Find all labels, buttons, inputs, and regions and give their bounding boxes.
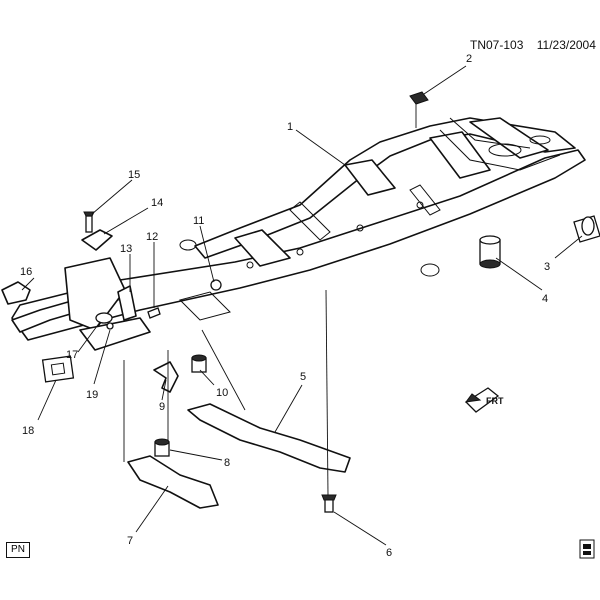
part-16-tow-hook <box>1 281 31 305</box>
callout-17: 17 <box>66 349 78 361</box>
callout-6: 6 <box>386 547 392 559</box>
callout-3: 3 <box>544 261 550 273</box>
part-15-bolt <box>83 211 95 233</box>
part-5-crossmember <box>187 403 351 473</box>
front-label: FRT <box>486 396 504 406</box>
part-9-bracket <box>153 361 179 393</box>
callout-7: 7 <box>127 535 133 547</box>
part-3-bushing <box>573 215 600 243</box>
part-2-nut <box>409 91 429 105</box>
callout-13: 13 <box>120 243 132 255</box>
part-10-mount <box>191 354 207 373</box>
pn-label: PN <box>6 542 30 558</box>
callout-9: 9 <box>159 401 165 413</box>
part-8-mount <box>154 438 170 457</box>
part-18-plate <box>41 355 75 383</box>
frame-assembly <box>11 117 586 351</box>
part-12-bolt <box>147 307 161 319</box>
callout-14: 14 <box>151 197 163 209</box>
document-id: TN07-103 <box>470 38 524 52</box>
callout-2: 2 <box>466 53 472 65</box>
part-14-bracket <box>81 229 113 251</box>
callout-15: 15 <box>128 169 140 181</box>
assembly-guide-lines <box>123 104 417 496</box>
callout-11: 11 <box>193 215 204 227</box>
document-header: TN07-103 11/23/2004 <box>470 38 596 52</box>
callout-19: 19 <box>86 389 98 401</box>
document-date: 11/23/2004 <box>536 38 596 52</box>
callout-18: 18 <box>22 425 34 437</box>
part-6-bolt <box>321 494 337 513</box>
part-7-bracket <box>127 455 219 509</box>
vehicle-logo-icon <box>579 539 595 559</box>
callout-labels: 1 2 3 4 5 6 7 8 9 10 11 12 13 14 15 16 1… <box>20 53 550 559</box>
callout-5: 5 <box>300 371 306 383</box>
callout-1: 1 <box>287 121 293 133</box>
part-17-bushing <box>95 312 113 324</box>
callout-4: 4 <box>542 293 548 305</box>
part-4-body-mount <box>479 235 501 269</box>
part-11-plug <box>210 279 222 291</box>
part-13-bracket <box>117 285 137 321</box>
callout-16: 16 <box>20 266 32 278</box>
front-direction-indicator: FRT <box>464 387 504 413</box>
leader-lines <box>21 65 583 546</box>
callout-10: 10 <box>216 387 228 399</box>
part-19-washer <box>106 322 114 330</box>
callout-12: 12 <box>146 231 158 243</box>
callout-8: 8 <box>224 457 230 469</box>
